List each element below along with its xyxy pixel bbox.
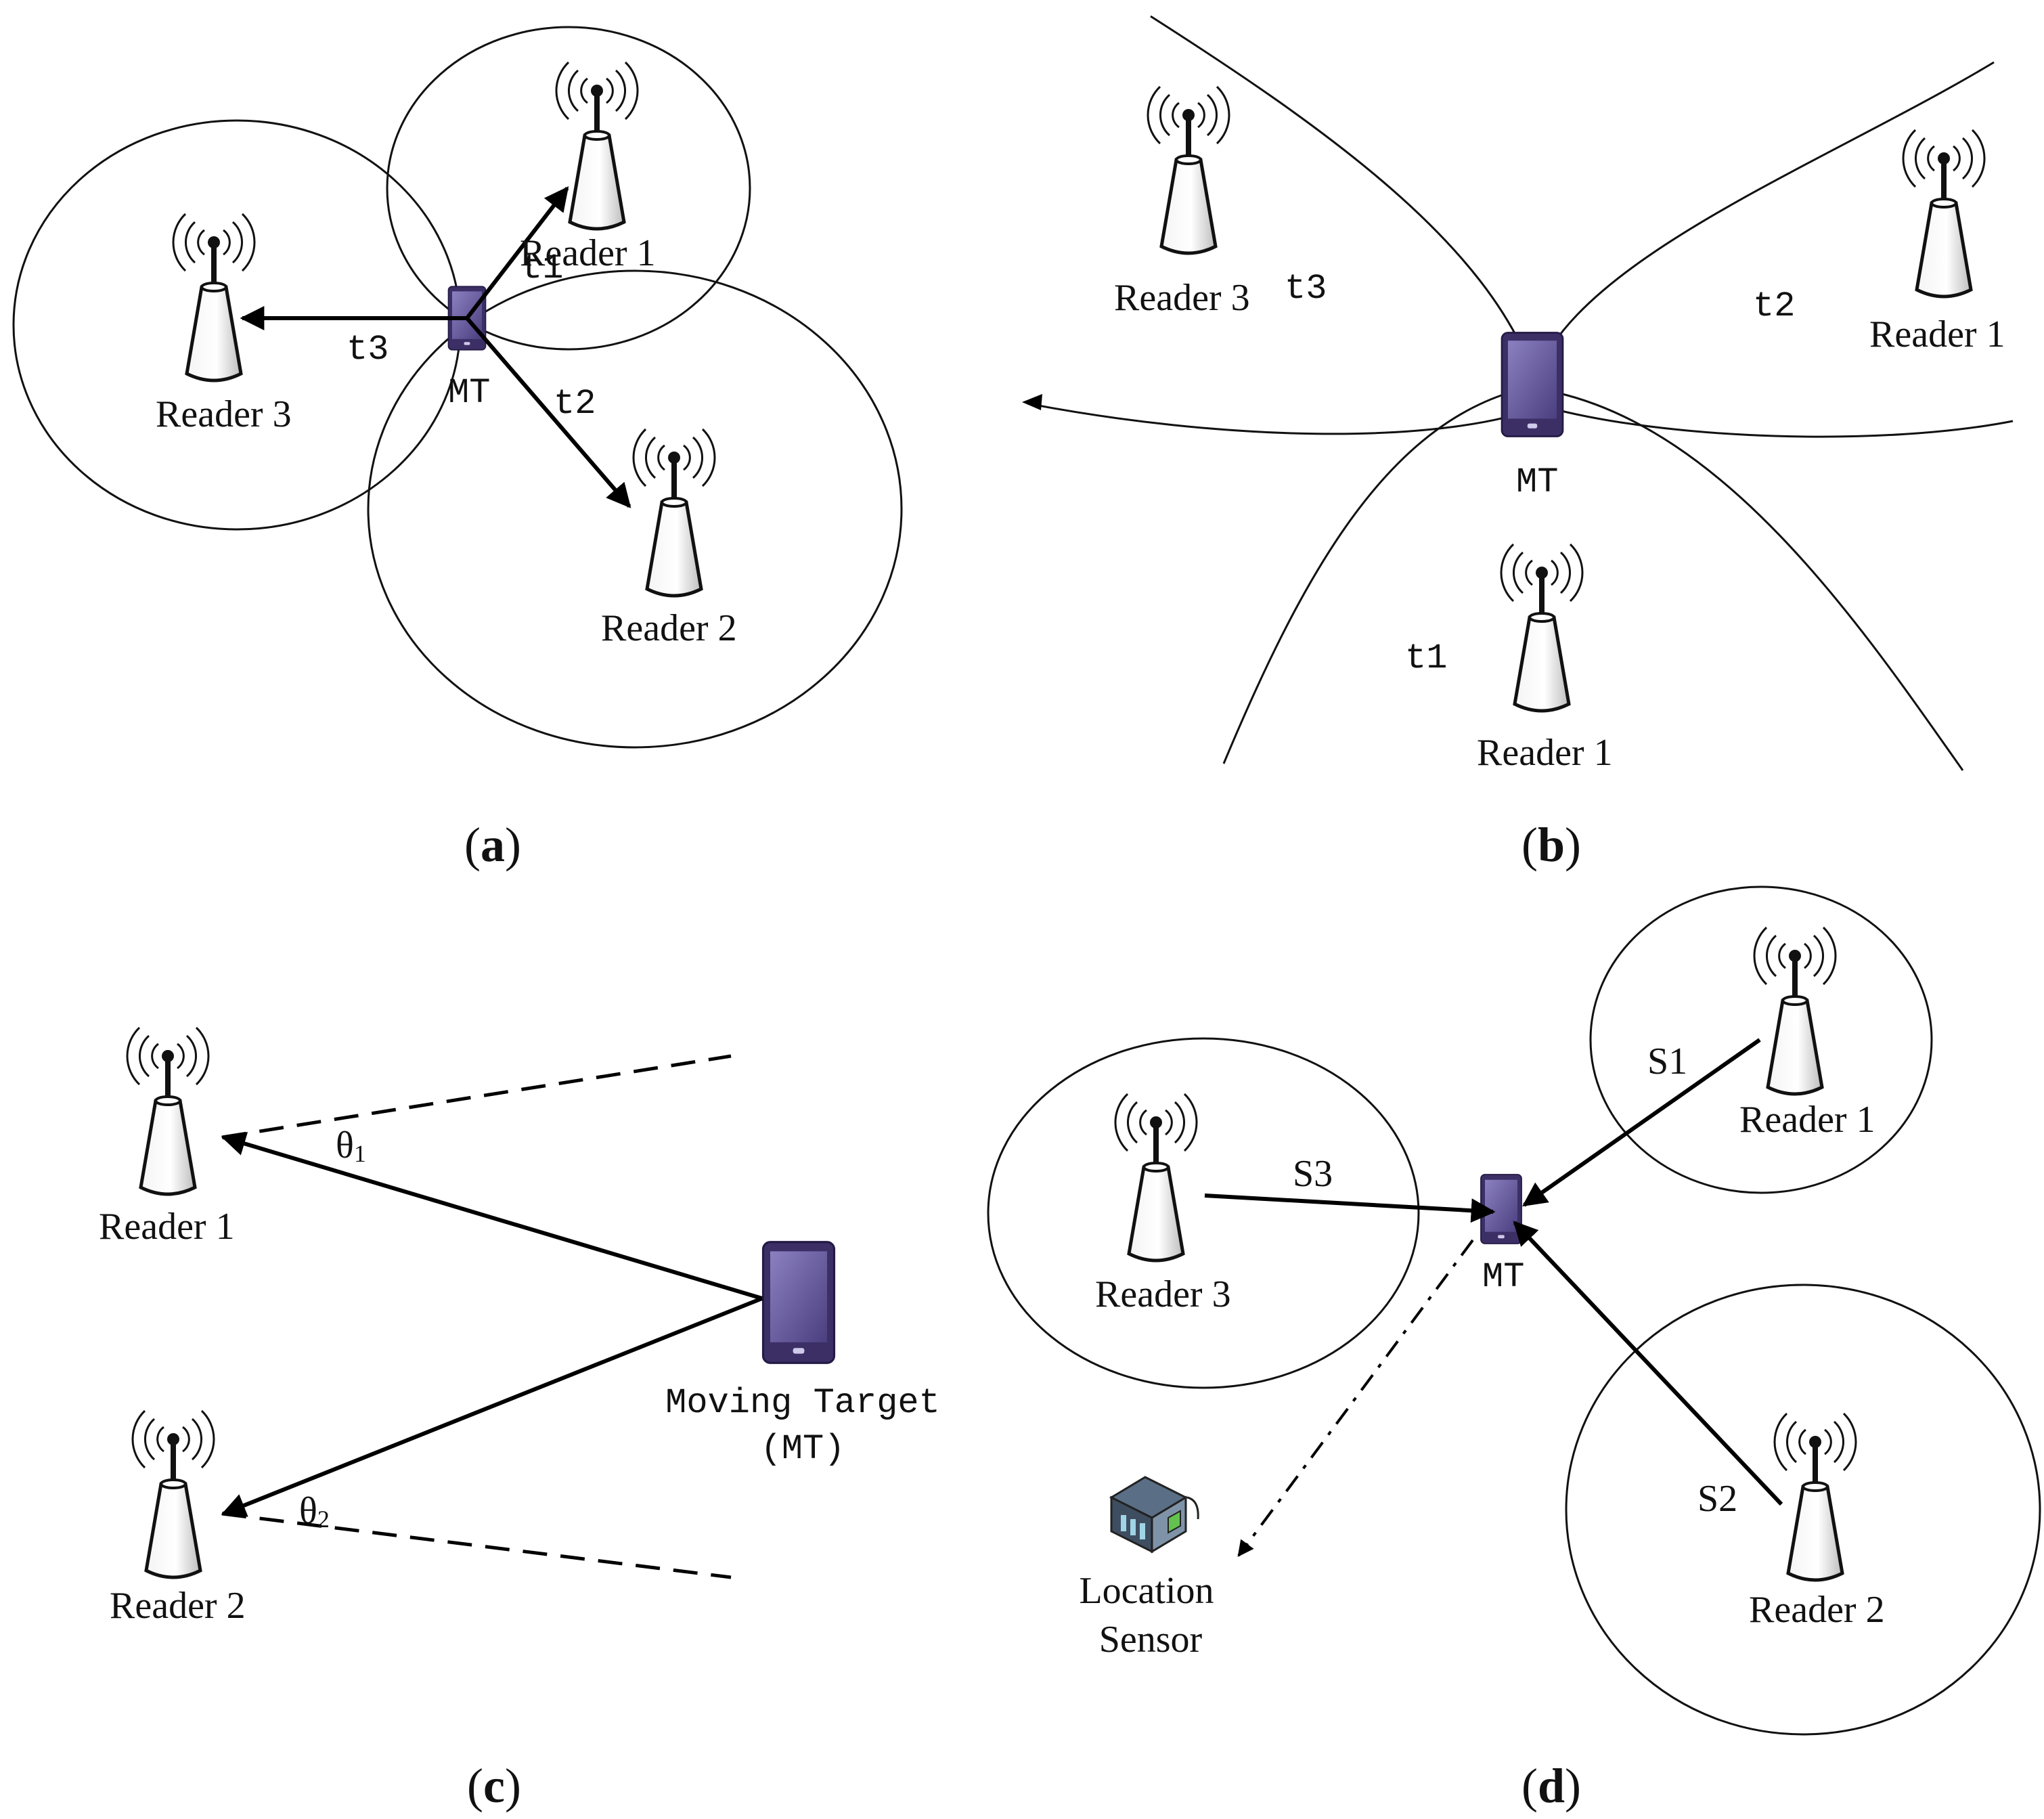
coverage-circle-reader2 — [367, 269, 903, 749]
location-sensor-icon — [1110, 1476, 1199, 1553]
moving-target-label-line1: Moving Target — [665, 1383, 940, 1423]
arrow-to-reader1 — [221, 1132, 763, 1300]
panel-c-caption: (c) — [467, 1759, 521, 1813]
reader1-label: Reader 1 — [1739, 1099, 1875, 1141]
coverage-circle-reader3 — [987, 1037, 1420, 1389]
hyperbola-upper-right — [1534, 61, 1995, 380]
arrow-to-reader2 — [221, 1296, 763, 1517]
reader2-label: Reader 2 — [601, 607, 737, 649]
dashed-reference-theta1 — [221, 1054, 732, 1139]
arrow-to-location-sensor — [1237, 1239, 1474, 1557]
reader1-label: Reader 1 — [520, 232, 656, 274]
moving-target-label-line2: (MT) — [761, 1429, 845, 1469]
arrow-t1 — [465, 186, 569, 320]
hyperbola-arrowhead — [1022, 394, 1042, 410]
t3-label: t3 — [1285, 269, 1327, 309]
reader1-label: Reader 1 — [99, 1206, 235, 1248]
reader3-antenna-icon — [1148, 87, 1229, 253]
dashed-reference-theta2 — [221, 1512, 732, 1579]
mt-label: MT — [1482, 1257, 1524, 1297]
s2-label: S2 — [1697, 1478, 1737, 1520]
reader1-antenna-icon — [556, 62, 638, 229]
arrow-t2 — [465, 317, 631, 508]
coverage-circle-reader3 — [12, 119, 462, 531]
panel-d: S1 Reader 1 S3 Reader 3 MT S2 Reader 2 L… — [987, 885, 2041, 1813]
reader2-label: Reader 2 — [1749, 1589, 1885, 1631]
t2-label: t2 — [554, 384, 596, 424]
t1-label: t1 — [1405, 638, 1447, 678]
t3-label: t3 — [347, 330, 388, 370]
location-sensor-label-line1: Location — [1079, 1570, 1214, 1612]
panel-a: Reader 1 t1 t3 MT t2 Reader 3 Reader 2 (… — [12, 26, 903, 872]
panel-c: θ1 θ2 Reader 1 Reader 2 Moving Target (M… — [99, 1028, 940, 1813]
reader3-label: Reader 3 — [156, 393, 292, 435]
reader1-bottom-antenna-icon — [1501, 544, 1582, 711]
reader3-label: Reader 3 — [1095, 1273, 1231, 1315]
mt-device-icon — [1480, 1174, 1522, 1244]
reader3-antenna-icon — [173, 214, 254, 380]
moving-target-device-icon — [761, 1241, 836, 1364]
coverage-circle-reader1 — [386, 26, 751, 351]
hyperbola-lower-right — [1556, 391, 1964, 771]
reader2-label: Reader 2 — [110, 1585, 246, 1627]
mt-label: MT — [1516, 462, 1558, 502]
reader1-bottom-label: Reader 1 — [1477, 732, 1613, 774]
panel-a-caption: (a) — [464, 818, 521, 872]
coverage-circle-reader1 — [1589, 885, 1933, 1194]
theta1-label: θ1 — [336, 1124, 366, 1167]
reader3-antenna-icon — [1115, 1094, 1197, 1261]
panel-b-caption: (b) — [1521, 818, 1581, 872]
reader2-antenna-icon — [133, 1411, 214, 1577]
mt-label: MT — [448, 373, 490, 413]
reader1-antenna-icon — [1754, 927, 1836, 1094]
panel-d-caption: (d) — [1521, 1759, 1581, 1813]
s1-label: S1 — [1647, 1040, 1687, 1082]
location-sensor-label-line2: Sensor — [1099, 1619, 1203, 1661]
hyperbola-upper-left — [1150, 15, 1536, 380]
arrow-s2 — [1513, 1221, 1783, 1506]
arrow-s3 — [1204, 1193, 1496, 1223]
t2-label: t2 — [1753, 286, 1795, 326]
reader1-antenna-icon — [127, 1028, 208, 1194]
reader2-antenna-icon — [1775, 1413, 1856, 1580]
s3-label: S3 — [1293, 1153, 1333, 1195]
mt-device-icon — [1501, 332, 1564, 437]
panel-b: Reader 3 t3 t2 Reader 1 MT t1 Reader 1 (… — [1022, 15, 2014, 872]
hyperbola-lower-left — [1222, 391, 1510, 764]
theta2-label: θ2 — [299, 1490, 330, 1533]
reader1-top-right-label: Reader 1 — [1869, 313, 2005, 355]
reader2-antenna-icon — [634, 429, 715, 596]
t1-label: t1 — [521, 248, 563, 288]
arrow-s1 — [1522, 1038, 1761, 1207]
reader3-label: Reader 3 — [1114, 277, 1250, 319]
reader1-top-right-antenna-icon — [1903, 130, 1984, 297]
coverage-circle-reader2 — [1565, 1284, 2041, 1736]
